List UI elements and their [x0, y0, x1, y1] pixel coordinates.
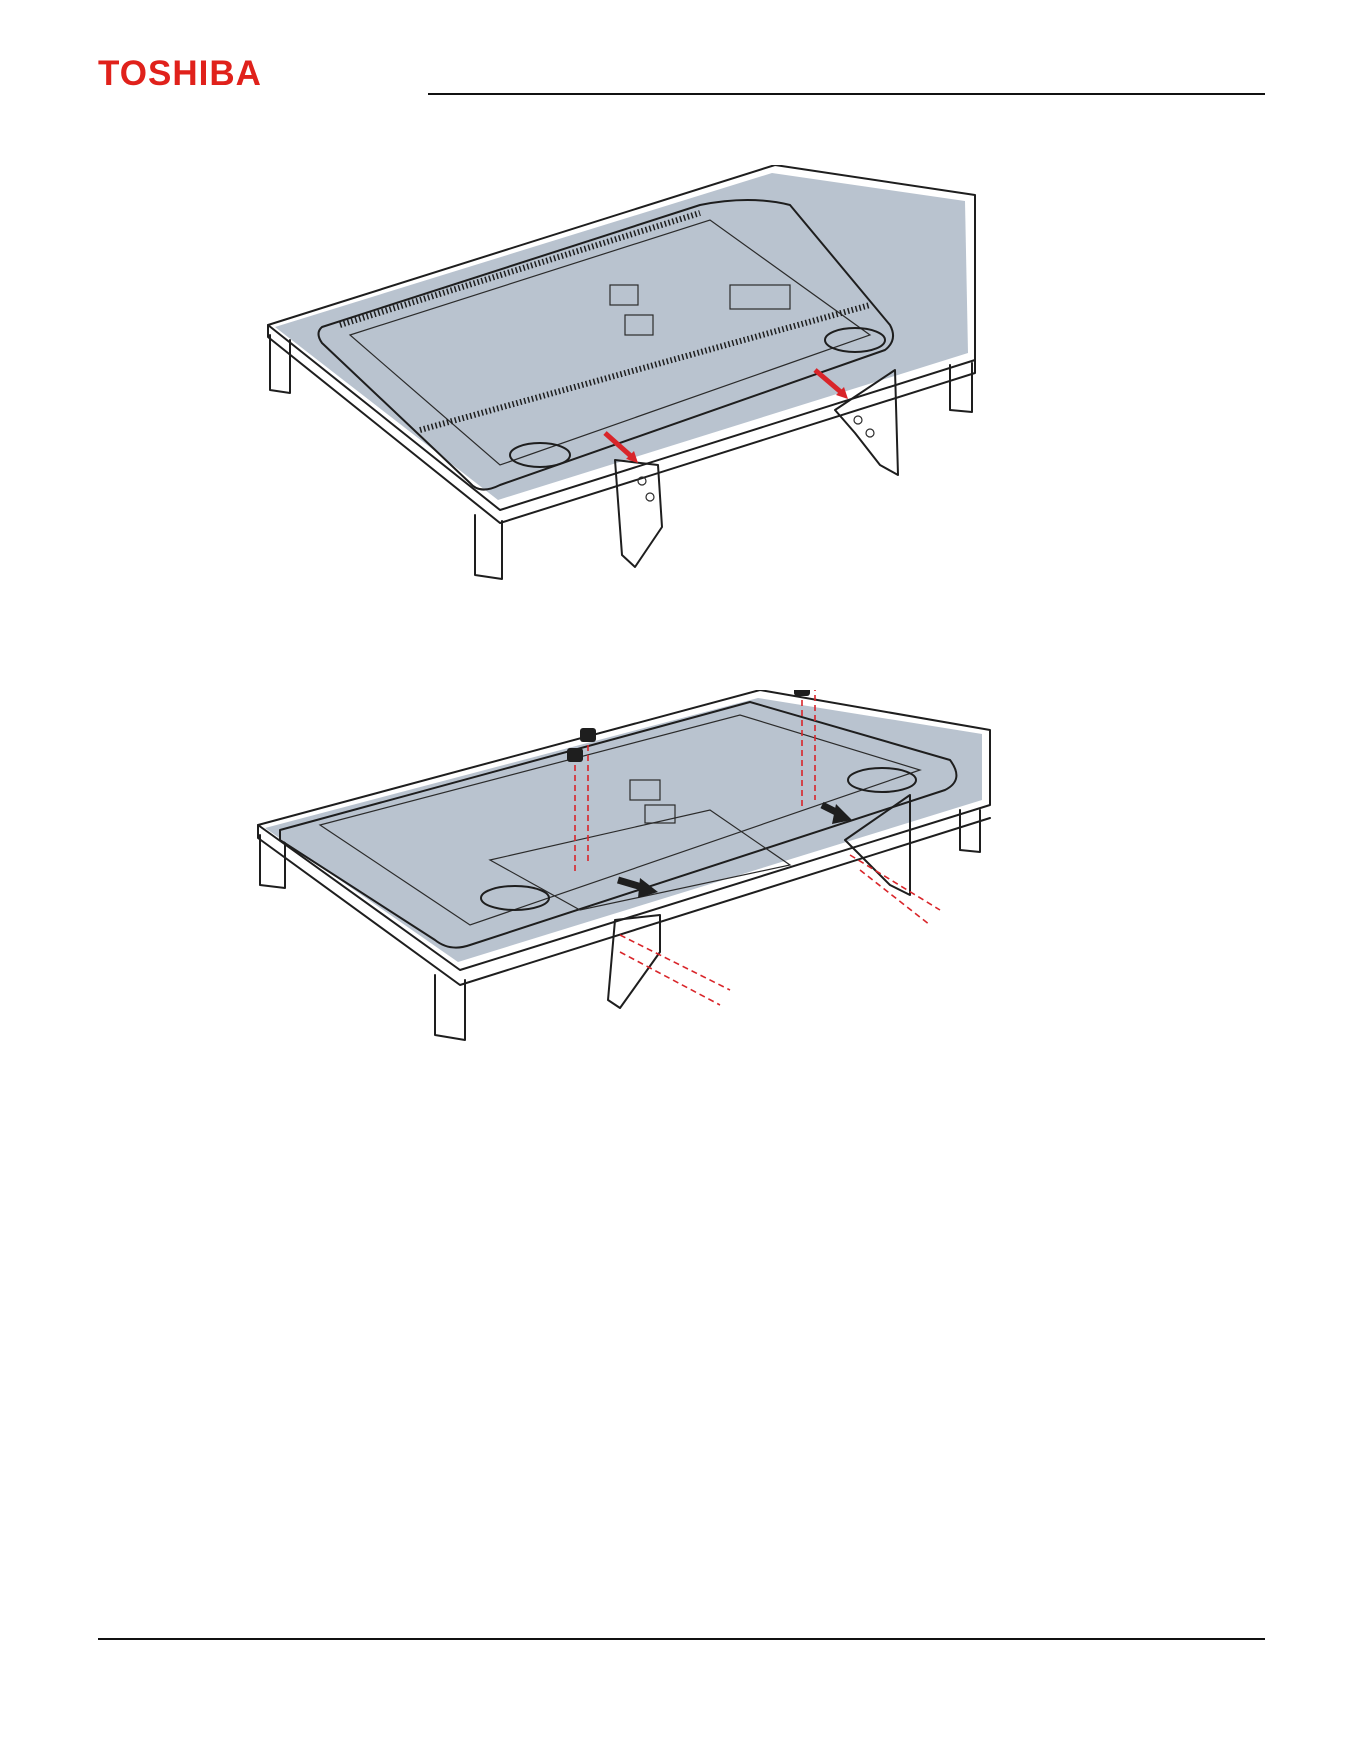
brand-logo: TOSHIBA	[98, 56, 262, 91]
figure-1-illustration	[230, 165, 1110, 645]
footer-rule	[98, 1638, 1265, 1640]
figure-2-illustration	[230, 690, 1110, 1170]
tv-on-table-drawing	[230, 165, 1110, 645]
header-rule	[428, 93, 1265, 95]
tv-stand-left	[615, 460, 662, 567]
tv-stand-left	[608, 915, 660, 1008]
tv-stand-attach-drawing	[230, 690, 1110, 1170]
